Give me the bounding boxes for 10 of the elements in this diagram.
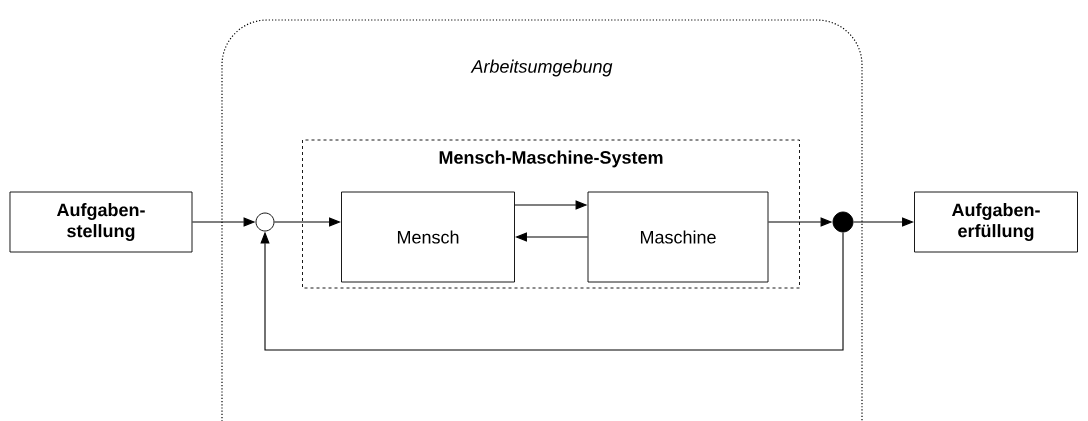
arrow	[260, 231, 844, 351]
process-box: Maschine	[587, 191, 769, 283]
process-box: Mensch	[341, 191, 515, 283]
task-box: Aufgaben- stellung	[9, 191, 193, 253]
summing-junction	[255, 212, 275, 232]
result-box: Aufgaben- erfüllung	[914, 191, 1078, 253]
arrow	[273, 217, 341, 227]
arrow	[515, 232, 589, 242]
arrow	[852, 217, 914, 227]
branch-point	[832, 211, 854, 233]
